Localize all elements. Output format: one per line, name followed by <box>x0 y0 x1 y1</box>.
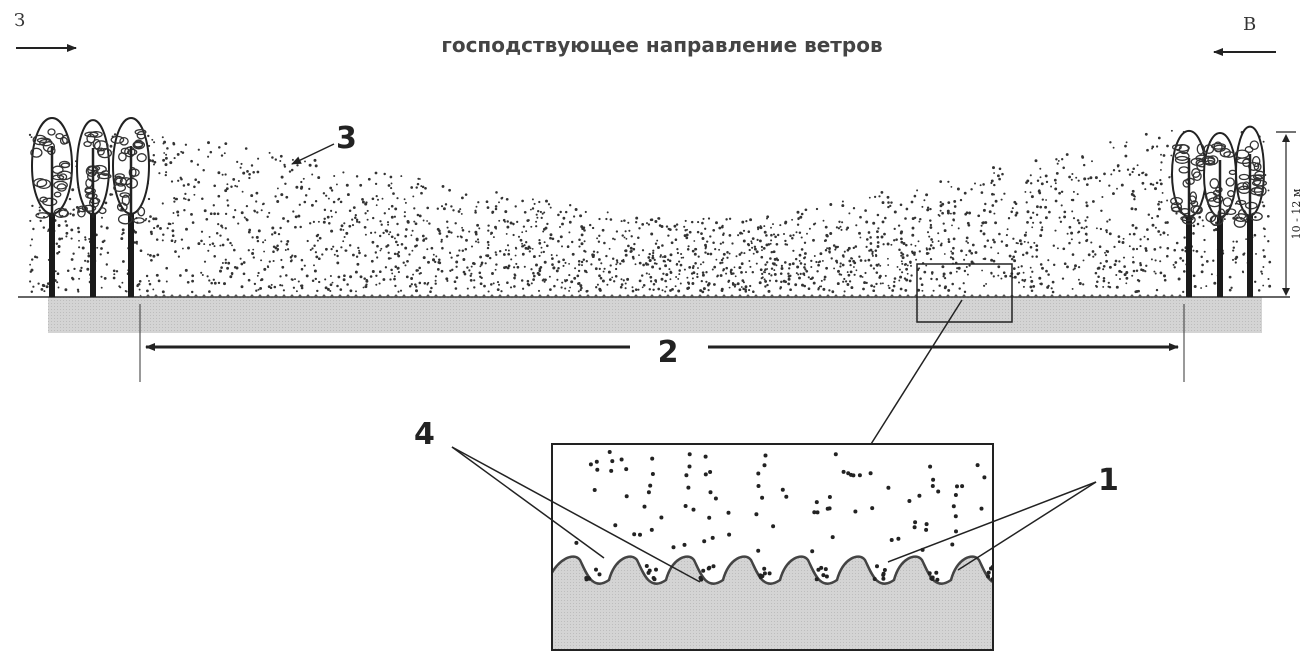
label-snow-pockets: 4 <box>414 417 435 452</box>
label-soil-ridges: 1 <box>1098 463 1119 498</box>
soil-strip-east <box>1184 297 1262 333</box>
forest-belt-west <box>31 118 149 297</box>
east-label: В <box>1243 14 1256 35</box>
soil-strip-field <box>140 297 1184 333</box>
west-label: З <box>14 10 25 31</box>
wind-caption: господствующее направление ветров <box>441 33 882 57</box>
detail-inset <box>548 444 1008 660</box>
ground-profile <box>18 295 1290 333</box>
snow-cover-callout: 3 <box>292 121 357 164</box>
tree <box>31 118 72 297</box>
label-field-width: 2 <box>658 335 679 370</box>
tree <box>1202 133 1236 297</box>
snow-cover-dots <box>29 129 1271 293</box>
label-snow-cover: 3 <box>336 121 357 156</box>
tree <box>77 120 111 297</box>
wind-direction-header: З господствующее направление ветров В <box>14 10 1276 57</box>
soil-strip-west <box>48 297 140 333</box>
belt-height-dimension: 10 - 12 м <box>1276 132 1303 296</box>
belt-height-label: 10 - 12 м <box>1290 188 1303 239</box>
